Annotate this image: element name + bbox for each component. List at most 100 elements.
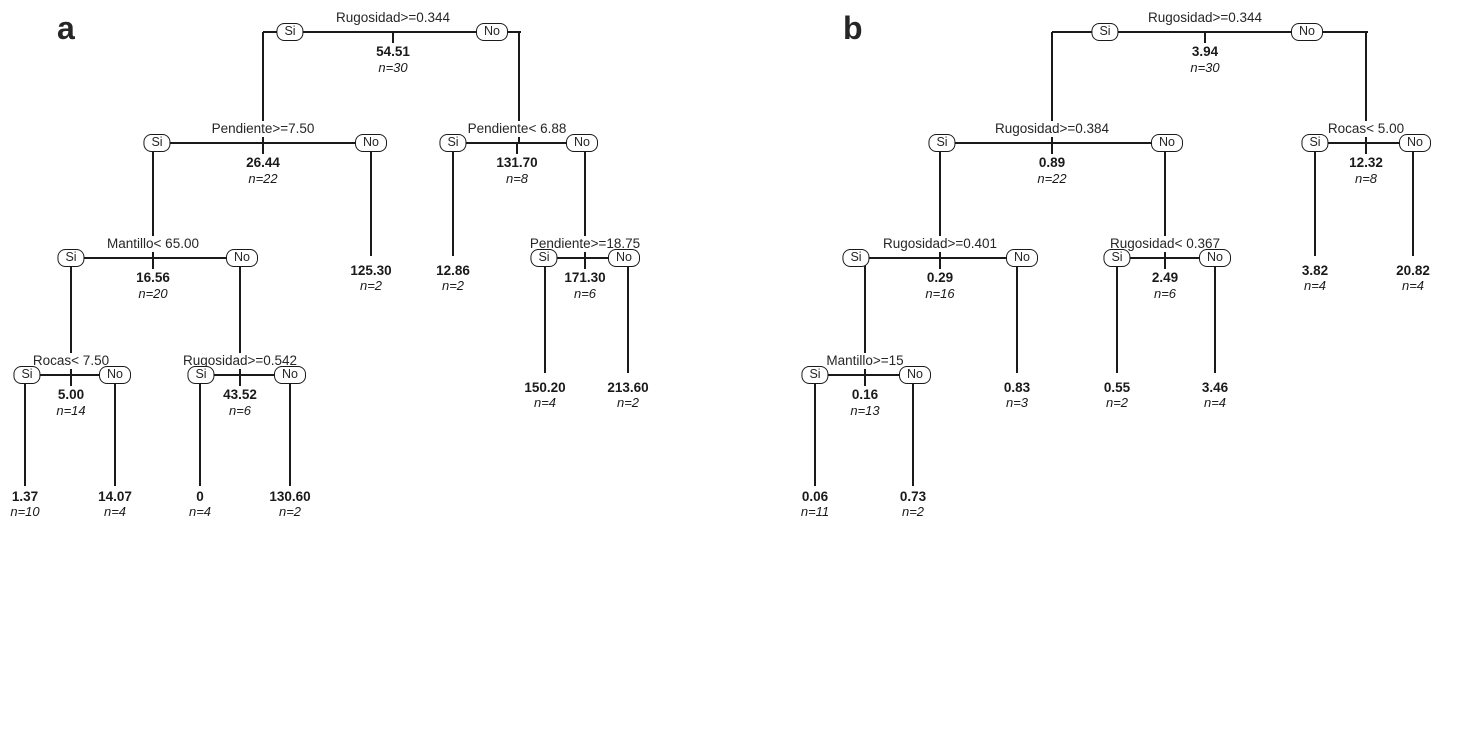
leaf-value: 1.37: [9, 489, 41, 504]
branch-vline: [584, 143, 586, 258]
no-box: No: [899, 366, 931, 384]
branch-vline: [518, 32, 520, 143]
leaf-value: 12.86: [434, 263, 472, 278]
si-box: Si: [1091, 23, 1119, 41]
split-n: n=6: [1153, 286, 1177, 301]
center-tick: [584, 258, 586, 269]
split-condition: Rugosidad< 0.367: [1107, 236, 1223, 252]
center-tick: [939, 258, 941, 269]
split-condition: Pendiente>=7.50: [208, 121, 318, 137]
branch-vline: [627, 258, 629, 373]
branch-vline: [1412, 143, 1414, 256]
no-box: No: [566, 134, 598, 152]
no-box: No: [1151, 134, 1183, 152]
split-n: n=8: [505, 171, 529, 186]
leaf-n: n=4: [188, 504, 212, 519]
si-box: Si: [143, 134, 171, 152]
leaf-value: 3.46: [1199, 380, 1231, 395]
branch-vline: [24, 375, 26, 486]
no-box: No: [476, 23, 508, 41]
leaf-value: 130.60: [267, 489, 313, 504]
branch-vline: [262, 32, 264, 143]
branch-hline: [1117, 257, 1217, 259]
si-box: Si: [57, 249, 85, 267]
panel-label-a: a: [57, 10, 75, 46]
split-condition: Pendiente< 6.88: [464, 121, 570, 137]
branch-vline: [70, 258, 72, 375]
leaf-value: 125.30: [348, 263, 394, 278]
branch-vline: [1164, 143, 1166, 258]
branch-hline: [200, 374, 292, 376]
split-condition: Mantillo>=15: [823, 353, 907, 369]
center-tick: [70, 375, 72, 386]
branch-hline: [71, 257, 242, 259]
center-tick: [262, 143, 264, 154]
branch-vline: [544, 258, 546, 373]
si-box: Si: [187, 366, 215, 384]
si-box: Si: [928, 134, 956, 152]
split-condition: Rugosidad>=0.401: [879, 236, 1001, 252]
split-condition: Rugosidad>=0.384: [991, 121, 1113, 137]
leaf-value: 14.07: [96, 489, 134, 504]
si-box: Si: [276, 23, 304, 41]
si-box: Si: [13, 366, 41, 384]
split-value: 0.89: [1036, 155, 1068, 170]
no-box: No: [1006, 249, 1038, 267]
no-box: No: [1291, 23, 1323, 41]
branch-hline: [865, 257, 1019, 259]
split-value: 16.56: [134, 270, 172, 285]
leaf-value: 0.55: [1101, 380, 1133, 395]
center-tick: [1204, 32, 1206, 43]
branch-vline: [1314, 143, 1316, 256]
no-box: No: [1399, 134, 1431, 152]
branch-vline: [1214, 258, 1216, 373]
si-box: Si: [842, 249, 870, 267]
split-value: 171.30: [562, 270, 608, 285]
leaf-n: n=2: [616, 395, 640, 410]
split-condition: Mantillo< 65.00: [104, 236, 202, 252]
branch-vline: [1116, 258, 1118, 373]
branch-vline: [1051, 32, 1053, 143]
si-box: Si: [801, 366, 829, 384]
center-tick: [1164, 258, 1166, 269]
branch-hline: [545, 257, 630, 259]
si-box: Si: [530, 249, 558, 267]
branch-hline: [1052, 31, 1368, 33]
leaf-n: n=3: [1005, 395, 1029, 410]
branch-vline: [912, 375, 914, 486]
split-value: 3.94: [1189, 44, 1221, 59]
center-tick: [516, 143, 518, 154]
branch-vline: [199, 375, 201, 486]
leaf-n: n=2: [359, 278, 383, 293]
center-tick: [392, 32, 394, 43]
leaf-value: 20.82: [1394, 263, 1432, 278]
branch-hline: [453, 142, 587, 144]
branch-vline: [152, 143, 154, 258]
split-condition: Rocas< 5.00: [1324, 121, 1408, 137]
no-box: No: [99, 366, 131, 384]
split-n: n=22: [248, 171, 278, 186]
branch-hline: [940, 142, 1167, 144]
split-value: 0.29: [924, 270, 956, 285]
leaf-value: 3.82: [1299, 263, 1331, 278]
leaf-n: n=10: [10, 504, 40, 519]
center-tick: [864, 375, 866, 386]
center-tick: [1365, 143, 1367, 154]
leaf-n: n=2: [901, 504, 925, 519]
split-condition: Rugosidad>=0.344: [1144, 10, 1266, 26]
split-value: 12.32: [1347, 155, 1385, 170]
no-box: No: [355, 134, 387, 152]
leaf-n: n=2: [1105, 395, 1129, 410]
si-box: Si: [1103, 249, 1131, 267]
split-n: n=14: [56, 403, 86, 418]
branch-vline: [939, 143, 941, 258]
leaf-n: n=2: [278, 504, 302, 519]
branch-vline: [370, 143, 372, 256]
leaf-n: n=4: [1303, 278, 1327, 293]
split-value: 26.44: [244, 155, 282, 170]
split-value: 131.70: [494, 155, 540, 170]
split-condition: Rocas< 7.50: [29, 353, 113, 369]
split-n: n=20: [138, 286, 168, 301]
branch-vline: [114, 375, 116, 486]
